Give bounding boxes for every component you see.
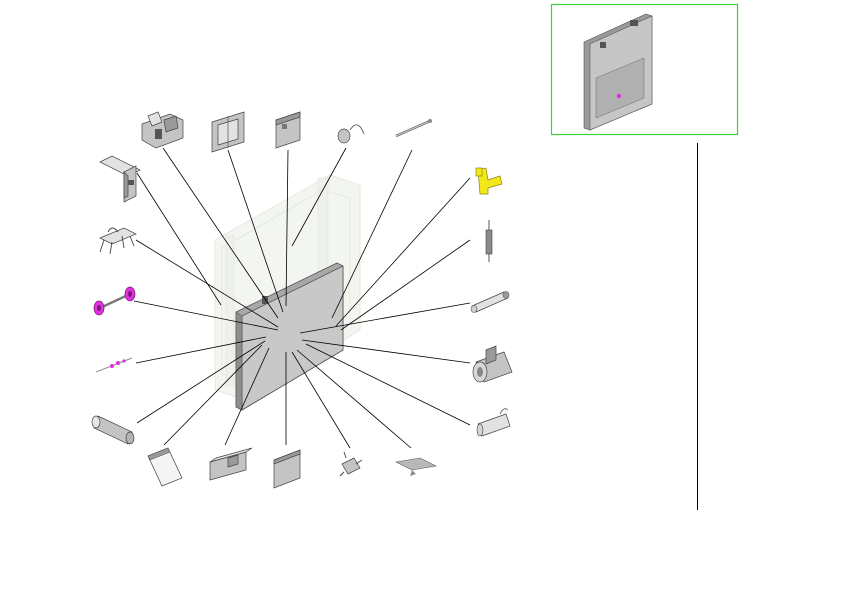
main-panel	[235, 262, 344, 411]
callout-lines	[133, 147, 471, 449]
inset-panel-thumbnail	[583, 13, 653, 131]
housing-block-icon	[141, 111, 184, 149]
clip-icon	[339, 451, 363, 477]
latch-icon	[475, 167, 503, 195]
sleeve-icon	[476, 408, 511, 437]
cover-plate-icon	[275, 111, 301, 149]
plate-tab-icon	[395, 457, 437, 476]
shaft-icon	[470, 291, 510, 313]
wire-clip-icon	[99, 227, 137, 255]
spring-icon	[337, 124, 365, 144]
pin-icon	[95, 357, 133, 373]
panel-tab-icon	[262, 296, 268, 304]
tube-icon	[91, 415, 135, 445]
tension-spring-icon	[485, 220, 493, 262]
bushing-icon	[472, 345, 513, 383]
rod-icon	[395, 119, 432, 138]
bracket-icon	[99, 155, 141, 203]
frame-plate-icon	[211, 111, 245, 153]
small-cover-icon	[273, 449, 301, 489]
inset-view	[550, 3, 739, 136]
pad-icon	[147, 447, 183, 487]
roller-icon	[93, 286, 136, 316]
block-bracket-icon	[209, 447, 253, 481]
